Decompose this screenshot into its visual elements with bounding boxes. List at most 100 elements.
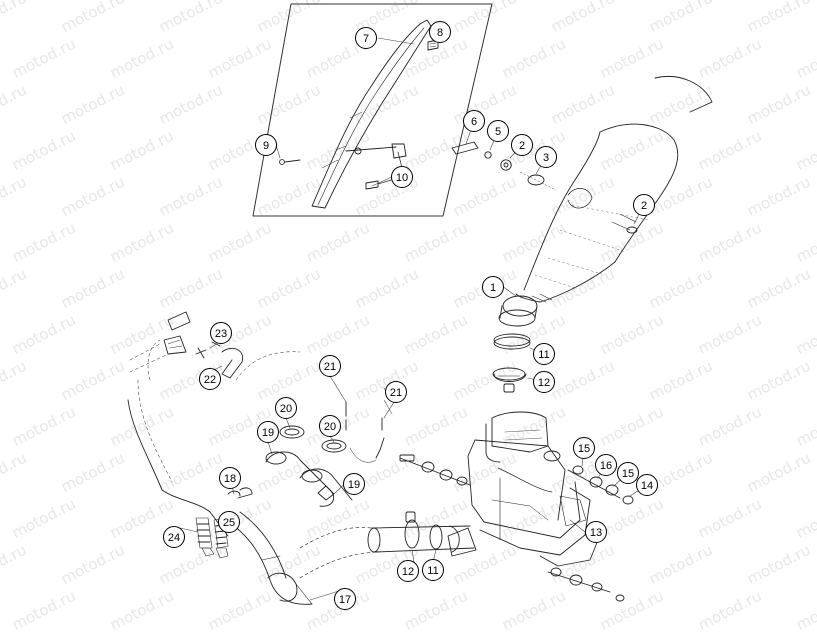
callout-12: 12: [397, 560, 419, 582]
sensor-bracket: [129, 311, 244, 379]
callout-number: 12: [402, 566, 414, 578]
callout-number: 1: [490, 282, 496, 294]
callout-1: 1: [482, 276, 504, 298]
callout-6: 6: [463, 110, 485, 132]
header-flanges: [227, 387, 393, 507]
callout-number: 8: [437, 27, 443, 39]
callout-circle: [343, 473, 365, 495]
callout-circle: [319, 355, 341, 377]
callout-number: 11: [538, 349, 549, 361]
callout-number: 20: [280, 403, 292, 415]
callout-circle: [487, 120, 509, 142]
callout-circle: [511, 134, 533, 156]
callout-number: 21: [390, 387, 402, 399]
callout-circle: [585, 521, 607, 543]
bolt-assembly-left: [399, 454, 471, 486]
callout-circle: [218, 511, 240, 533]
callout-number: 6: [471, 116, 477, 128]
callout-12: 12: [533, 371, 555, 393]
callout-15: 15: [617, 462, 639, 484]
callout-number: 12: [538, 377, 550, 389]
callout-13: 13: [585, 521, 607, 543]
callout-number: 19: [262, 427, 274, 439]
callout-number: 5: [495, 126, 501, 138]
callout-circle: [636, 474, 658, 496]
callout-number: 11: [427, 565, 438, 577]
callout-3: 3: [535, 146, 557, 168]
callout-number: 15: [578, 443, 590, 455]
callout-11: 11: [533, 343, 555, 365]
callout-circle: [319, 415, 341, 437]
callout-number: 13: [590, 527, 602, 539]
callout-circle: [397, 560, 419, 582]
callout-circle: [199, 368, 221, 390]
callout-2: 2: [633, 194, 655, 216]
header-pipes: [127, 339, 313, 605]
callout-circle: [573, 437, 595, 459]
callout-20: 20: [275, 397, 297, 419]
callout-20: 20: [319, 415, 341, 437]
callout-circle: [429, 21, 451, 43]
bolt-hole-part-2-right: [626, 226, 638, 234]
callout-19: 19: [343, 473, 365, 495]
callout-number: 16: [600, 460, 612, 472]
callout-number: 22: [204, 374, 216, 386]
callout-21: 21: [385, 381, 407, 403]
callout-number: 9: [263, 140, 269, 152]
callout-number: 25: [223, 517, 235, 529]
callout-11: 11: [422, 559, 444, 581]
mount-hardware: [451, 141, 557, 191]
callout-circle: [334, 588, 356, 610]
callout-number: 10: [396, 172, 408, 184]
callout-circle: [385, 381, 407, 403]
callout-number: 18: [224, 473, 236, 485]
callout-7: 7: [355, 27, 377, 49]
callout-circle: [633, 194, 655, 216]
callout-number: 2: [519, 140, 525, 152]
clamp-ring-upper: [492, 333, 531, 393]
callout-circle: [163, 526, 185, 548]
screw-part-9: [279, 159, 301, 165]
callout-8: 8: [429, 21, 451, 43]
callout-circle: [255, 134, 277, 156]
callout-circle: [275, 397, 297, 419]
callout-number: 2: [641, 200, 647, 212]
callout-circle: [355, 27, 377, 49]
callout-circle: [535, 146, 557, 168]
callout-circle: [257, 421, 279, 443]
callout-9: 9: [255, 134, 277, 156]
callout-10: 10: [391, 166, 413, 188]
bolt-assembly-right: [567, 465, 634, 505]
bolt-assembly-lower: [547, 567, 625, 602]
callout-circle: [533, 371, 555, 393]
callout-circle: [210, 322, 232, 344]
callout-number: 21: [324, 361, 336, 373]
callout-17: 17: [334, 588, 356, 610]
collector-box: [447, 411, 599, 567]
callout-number: 17: [339, 594, 351, 606]
callout-number: 19: [348, 479, 360, 491]
callout-18: 18: [219, 467, 241, 489]
callout-21: 21: [319, 355, 341, 377]
callout-number: 20: [324, 421, 336, 433]
callout-23: 23: [210, 322, 232, 344]
callout-5: 5: [487, 120, 509, 142]
callout-number: 3: [543, 152, 549, 164]
callout-number: 7: [363, 33, 369, 45]
callout-number: 15: [622, 468, 634, 480]
callout-22: 22: [199, 368, 221, 390]
callout-number: 23: [215, 328, 227, 340]
callout-circle: [422, 559, 444, 581]
silencer: [498, 76, 713, 327]
callout-circle: [219, 467, 241, 489]
callout-circle: [533, 343, 555, 365]
callout-number: 14: [641, 480, 653, 492]
callout-circle: [595, 454, 617, 476]
callout-14: 14: [636, 474, 658, 496]
callout-19: 19: [257, 421, 279, 443]
callout-number: 24: [168, 532, 180, 544]
leader-lines: [179, 31, 648, 601]
callout-2: 2: [511, 134, 533, 156]
exhaust-system-drawing: 1223567891011121314151615171819192020212…: [127, 3, 713, 610]
